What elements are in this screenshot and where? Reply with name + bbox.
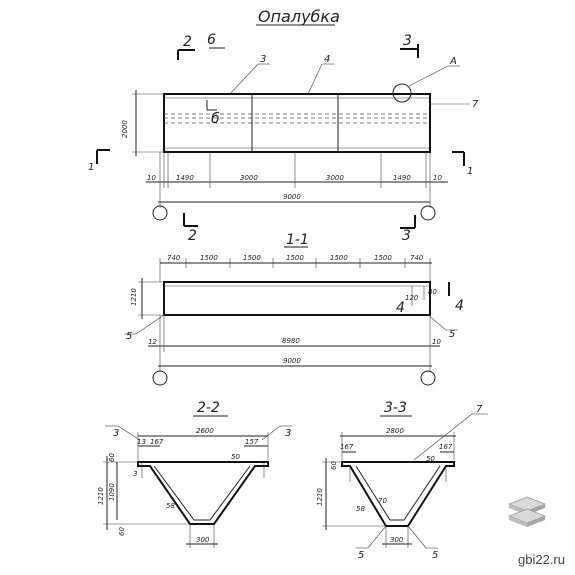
plan-dim-10-right: 10 xyxy=(433,174,442,182)
s11-height-dim: 1210 xyxy=(130,288,138,306)
s22-dim-58: 58 xyxy=(166,502,175,510)
section-2-2: 2-2 3 3 2600 13 167 157 50 3 58 1210 109… xyxy=(97,400,292,548)
s22-callout-3-left: 3 xyxy=(113,428,119,439)
s11-callout-5-right: 5 xyxy=(449,329,455,340)
watermark-text: gbi22.ru xyxy=(518,552,565,567)
s11-inner-dim: 8980 xyxy=(282,337,300,345)
s11-dim-120: 120 xyxy=(405,294,419,302)
s22-dim-50: 50 xyxy=(231,453,240,461)
axis-bubble-left xyxy=(152,205,168,221)
cut-mark-1-right: 1 xyxy=(467,166,473,177)
s11-dim-1500-b: 1500 xyxy=(243,254,261,262)
s33-trough-outline xyxy=(341,461,455,527)
plan-height-dim: 2000 xyxy=(121,120,129,138)
s33-dim-167-right: 167 xyxy=(439,443,453,451)
s11-dim-80: 80 xyxy=(428,288,437,296)
s22-dim-3: 3 xyxy=(133,470,137,478)
s11-dim-10: 10 xyxy=(432,338,441,346)
callout-4: 4 xyxy=(324,54,330,65)
s11-dim-740-right: 740 xyxy=(410,254,424,262)
callout-a: А xyxy=(449,56,457,67)
s11-overall-dim: 9000 xyxy=(283,357,301,365)
plan-dim-1490-left: 1490 xyxy=(176,174,194,182)
section-3-3-label: 3-3 xyxy=(384,400,407,416)
s11-dim-1500-a: 1500 xyxy=(200,254,218,262)
s22-dim-13: 13 xyxy=(137,438,146,446)
cut-mark-3-bottom: 3 xyxy=(402,228,411,244)
s33-dim-58: 58 xyxy=(356,505,365,513)
section-1-1-outline xyxy=(163,281,431,316)
s22-dim-167: 167 xyxy=(150,438,164,446)
s33-dim-1210: 1210 xyxy=(316,488,324,506)
s11-dim-1500-d: 1500 xyxy=(330,254,348,262)
section-1-1-label: 1-1 xyxy=(286,232,309,248)
axis-bubble-right xyxy=(420,205,436,221)
cut-mark-6: 6 xyxy=(207,32,216,48)
plan-dim-10-left: 10 xyxy=(147,174,156,182)
s33-dim-167-left: 167 xyxy=(340,443,354,451)
cut-mark-2-bottom: 2 xyxy=(188,228,197,244)
s33-dim-70: 70 xyxy=(378,497,387,505)
detail-circle-a xyxy=(392,83,412,103)
callout-7: 7 xyxy=(472,99,479,110)
s11-axis-bubble-right xyxy=(420,370,436,386)
s33-callout-5-left: 5 xyxy=(358,550,364,561)
cut-mark-4-right: 4 xyxy=(455,298,464,314)
s22-width-dim: 2600 xyxy=(196,427,214,435)
callout-3: 3 xyxy=(260,54,266,65)
plan-dim-3000-right: 3000 xyxy=(326,174,344,182)
s22-dim-300: 300 xyxy=(196,536,210,544)
cut-mark-4-left: 4 xyxy=(396,300,405,316)
s33-width-dim: 2800 xyxy=(386,427,404,435)
section-2-2-label: 2-2 xyxy=(197,400,220,416)
plan-dim-1490-right: 1490 xyxy=(393,174,411,182)
plan-view: 2 6 3 3 4 А 7 б 1 1 2000 xyxy=(88,32,479,244)
drawing-title: Опалубка xyxy=(258,7,340,26)
s22-dim-157: 157 xyxy=(245,438,259,446)
s22-dim-1090: 1090 xyxy=(108,483,116,501)
plan-dim-3000-left: 3000 xyxy=(240,174,258,182)
watermark-logo-icon xyxy=(507,496,547,527)
s11-dim-740-left: 740 xyxy=(167,254,181,262)
s11-dim-12: 12 xyxy=(148,338,157,346)
section-3-3: 3-3 7 2800 167 167 50 58 70 1210 60 300 … xyxy=(316,400,488,561)
s11-dim-1500-e: 1500 xyxy=(374,254,392,262)
s22-dim-60-bottom: 60 xyxy=(118,527,126,536)
plan-overall-dim: 9000 xyxy=(283,193,301,201)
s22-dim-1210: 1210 xyxy=(97,487,105,505)
s11-dim-1500-c: 1500 xyxy=(286,254,304,262)
s33-dim-300: 300 xyxy=(390,536,404,544)
s11-callout-5-left: 5 xyxy=(126,331,132,342)
section-1-1: 1-1 740 1500 1500 1500 1500 1500 740 121… xyxy=(124,232,464,386)
cut-mark-2-top: 2 xyxy=(183,34,192,50)
s33-dim-50: 50 xyxy=(426,455,435,463)
s33-callout-5-right: 5 xyxy=(432,550,438,561)
s33-dim-60: 60 xyxy=(330,461,338,470)
s11-axis-bubble-left xyxy=(152,370,168,386)
s22-dim-60: 60 xyxy=(108,453,116,462)
s22-callout-3-right: 3 xyxy=(285,428,291,439)
cut-mark-3-top: 3 xyxy=(403,33,412,49)
cut-mark-1-left: 1 xyxy=(88,162,94,173)
callout-6-inner: б xyxy=(211,111,220,127)
s33-callout-7: 7 xyxy=(476,404,483,415)
